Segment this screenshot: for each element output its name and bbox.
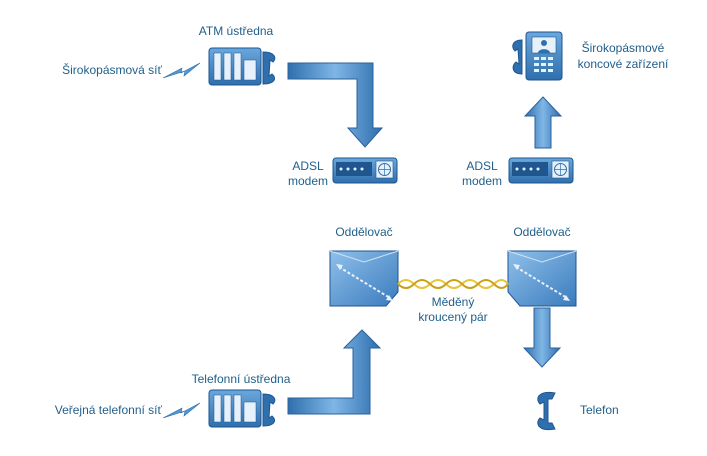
copper-pair-label-2: kroucený pár [418, 310, 488, 324]
videophone-icon [512, 31, 563, 81]
adsl-modem-left-label-2: modem [287, 174, 328, 188]
broadband-network-label: Širokopásmová síť [62, 63, 162, 77]
broadband-terminal-label-2: koncové zařízení [577, 57, 669, 71]
adsl-modem-left-label-1: ADSL [292, 159, 324, 173]
adsl-modem-right-label-2: modem [461, 174, 502, 188]
splitter-icon [329, 250, 399, 307]
phone-exchange-label: Telefonní ústředna [191, 372, 291, 386]
broadband-terminal-label-1: Širokopásmové [581, 41, 665, 55]
telephone-icon [537, 391, 556, 431]
atm-switch-icon [208, 47, 276, 86]
adsl-modem-icon [332, 157, 398, 184]
arrow-splitter-to-phone [522, 307, 562, 368]
adsl-modem-icon [508, 157, 574, 184]
splitter-right-label: Oddělovač [513, 225, 571, 239]
lightning-icon [162, 402, 201, 419]
telephone-label: Telefon [580, 403, 619, 417]
splitter-icon [507, 250, 577, 307]
atm-switch-icon [208, 389, 276, 428]
atm-exchange-label: ATM ústředna [198, 24, 274, 38]
arrow-modem-to-terminal [523, 96, 563, 149]
twisted-pair-cable [397, 279, 509, 289]
copper-pair-label-1: Měděný [431, 295, 475, 309]
public-phone-network-label: Veřejná telefonní síť [54, 403, 162, 417]
splitter-left-label: Oddělovač [335, 225, 393, 239]
arrow-atm-to-modem [287, 62, 384, 148]
arrow-exchange-to-splitter [287, 329, 382, 415]
lightning-icon [162, 62, 201, 79]
adsl-modem-right-label-1: ADSL [466, 159, 498, 173]
